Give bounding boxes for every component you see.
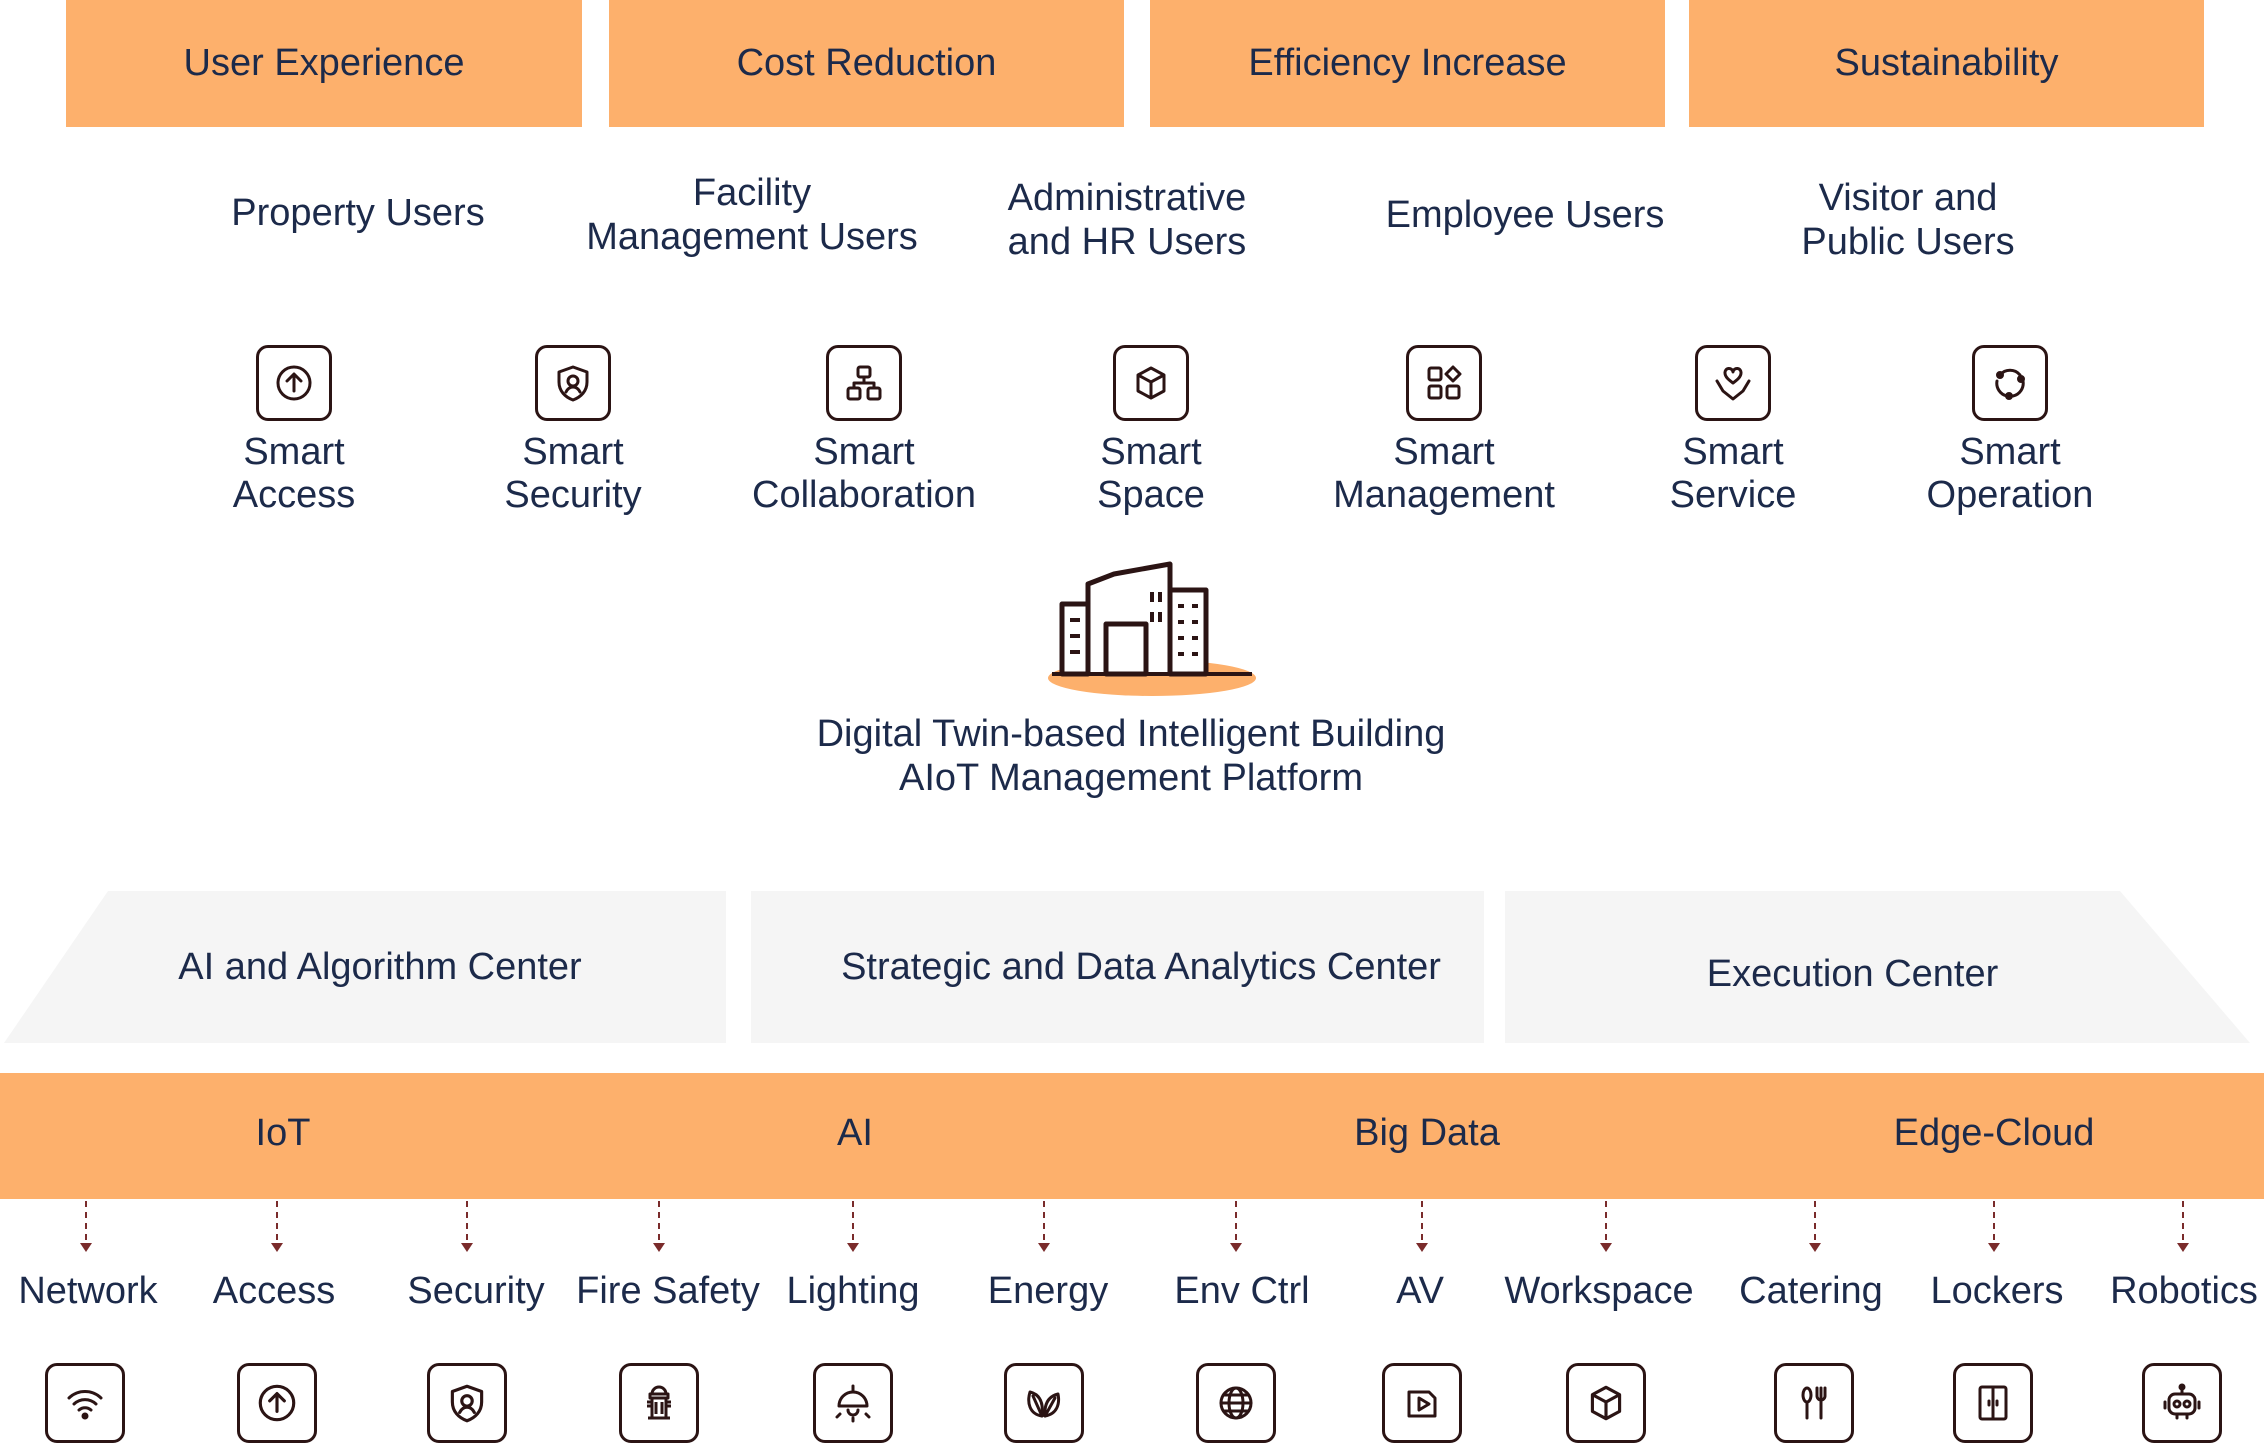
service-label: Smart Space [1097, 431, 1205, 516]
user-group-property: Property Users [231, 192, 485, 234]
service-label: Smart Service [1669, 431, 1797, 516]
centers-background [4, 891, 2250, 1043]
cycle-icon [1972, 345, 2048, 421]
media-play-icon [1382, 1363, 1462, 1443]
service-smart-space: Smart Space [1011, 345, 1291, 517]
hierarchy-icon [826, 345, 902, 421]
utensils-icon [1774, 1363, 1854, 1443]
service-label: Smart Collaboration [752, 431, 976, 516]
service-smart-security: Smart Security [433, 345, 713, 517]
tech-ai: AI [837, 1112, 873, 1154]
user-group-admin-hr: Administrative and HR Users [1007, 177, 1247, 263]
connector-arrows [80, 1201, 2189, 1252]
robot-icon [2142, 1363, 2222, 1443]
hands-heart-icon [1695, 345, 1771, 421]
subsystem-label-av: AV [1396, 1270, 1444, 1312]
tech-edge-cloud: Edge-Cloud [1893, 1112, 2095, 1154]
subsystem-lighting [813, 1363, 893, 1443]
platform-title: Digital Twin-based Intelligent Building … [816, 713, 1446, 799]
center-label: Strategic and Data Analytics Center [841, 945, 1441, 988]
arrow-up-circle-icon [237, 1363, 317, 1443]
tech-big-data: Big Data [1354, 1112, 1500, 1154]
leaves-icon [1004, 1363, 1084, 1443]
subsystem-label-robotics: Robotics [2110, 1270, 2258, 1312]
service-label: Smart Operation [1926, 431, 2094, 516]
service-label: Smart Management [1333, 431, 1555, 516]
goal-label: Sustainability [1834, 42, 2059, 84]
subsystem-access [237, 1363, 317, 1443]
center-label: AI and Algorithm Center [178, 945, 582, 988]
goal-cost-reduction: Cost Reduction [609, 0, 1124, 127]
subsystem-av [1382, 1363, 1462, 1443]
user-group-facility: Facility Management Users [586, 172, 918, 258]
shield-icon [427, 1363, 507, 1443]
subsystem-label-catering: Catering [1739, 1270, 1883, 1312]
subsystem-label-security: Security [407, 1270, 545, 1312]
user-group-visitor: Visitor and Public Users [1801, 177, 2015, 263]
service-label: Smart Security [504, 431, 642, 516]
city-buildings-icon [1048, 552, 1258, 697]
service-smart-service: Smart Service [1593, 345, 1873, 517]
goal-label: Cost Reduction [736, 42, 997, 84]
subsystem-lockers [1953, 1363, 2033, 1443]
service-smart-access: Smart Access [154, 345, 434, 517]
goal-efficiency-increase: Efficiency Increase [1150, 0, 1665, 127]
goal-label: User Experience [183, 42, 465, 84]
subsystem-label-fire-safety: Fire Safety [576, 1270, 760, 1312]
globe-icon [1196, 1363, 1276, 1443]
subsystem-workspace [1566, 1363, 1646, 1443]
center-strategic-data: Strategic and Data Analytics Center [751, 891, 1531, 1043]
user-group-employee: Employee Users [1385, 194, 1665, 236]
goal-label: Efficiency Increase [1248, 42, 1567, 84]
subsystem-robotics [2142, 1363, 2222, 1443]
apps-grid-icon [1406, 345, 1482, 421]
center-ai-algorithm: AI and Algorithm Center [100, 891, 660, 1043]
subsystem-catering [1774, 1363, 1854, 1443]
service-label: Smart Access [232, 431, 356, 516]
subsystem-label-energy: Energy [987, 1270, 1109, 1312]
subsystem-fire-safety [619, 1363, 699, 1443]
arrow-up-circle-icon [256, 345, 332, 421]
subsystem-security [427, 1363, 507, 1443]
center-label: Execution Center [1706, 952, 1999, 995]
service-smart-operation: Smart Operation [1870, 345, 2150, 517]
service-smart-management: Smart Management [1304, 345, 1584, 517]
shield-icon [535, 345, 611, 421]
fire-hydrant-icon [619, 1363, 699, 1443]
service-smart-collaboration: Smart Collaboration [724, 345, 1004, 517]
cube-icon [1113, 345, 1189, 421]
ceiling-lamp-icon [813, 1363, 893, 1443]
subsystem-label-workspace: Workspace [1504, 1270, 1694, 1312]
subsystem-energy [1004, 1363, 1084, 1443]
subsystem-label-lockers: Lockers [1930, 1270, 2064, 1312]
locker-icon [1953, 1363, 2033, 1443]
subsystem-label-network: Network [18, 1270, 158, 1312]
technology-bar [0, 1073, 2264, 1199]
goal-sustainability: Sustainability [1689, 0, 2204, 127]
subsystem-network [45, 1363, 125, 1443]
cube-icon [1566, 1363, 1646, 1443]
subsystem-label-access: Access [212, 1270, 336, 1312]
center-execution: Execution Center [1505, 898, 2200, 1050]
goal-user-experience: User Experience [66, 0, 582, 127]
wifi-icon [45, 1363, 125, 1443]
subsystem-env-ctrl [1196, 1363, 1276, 1443]
subsystem-label-lighting: Lighting [786, 1270, 920, 1312]
subsystem-label-env-ctrl: Env Ctrl [1174, 1270, 1310, 1312]
tech-iot: IoT [255, 1112, 311, 1154]
